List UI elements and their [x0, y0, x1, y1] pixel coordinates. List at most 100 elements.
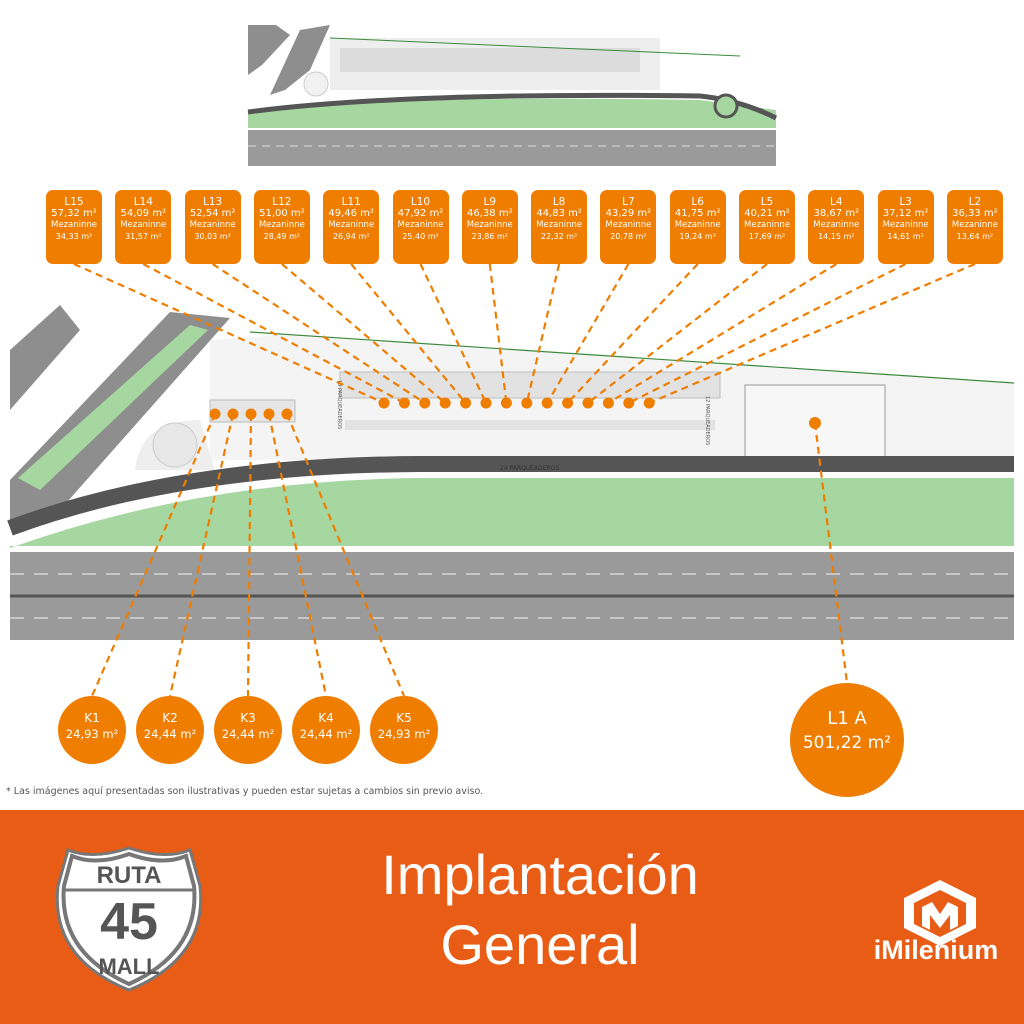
unit-name: L12: [272, 196, 292, 208]
unit-marker-l3[interactable]: [623, 397, 635, 409]
mezzanine-label: Mezaninne: [951, 220, 998, 230]
unit-marker-l4[interactable]: [602, 397, 614, 409]
mezzanine-area: 28,49 m²: [263, 232, 301, 241]
anchor-area: 501,22 m²: [802, 733, 892, 753]
overview-map: [247, 25, 778, 166]
unit-marker-l9[interactable]: [500, 397, 512, 409]
mezzanine-area: 20,78 m²: [610, 232, 647, 241]
kiosk-marker-k1[interactable]: [209, 408, 221, 420]
mezzanine-area: 34,33 m²: [55, 232, 93, 241]
unit-area: 54,09 m²: [120, 208, 167, 219]
mezzanine-area: 31,57 m²: [125, 232, 162, 241]
leader-line-l11: [350, 263, 467, 404]
unit-marker-l12[interactable]: [439, 397, 451, 409]
unit-marker-l7[interactable]: [541, 397, 553, 409]
leader-line-k1: [90, 413, 217, 697]
unit-area: 37,12 m²: [882, 208, 929, 219]
unit-marker-l8[interactable]: [521, 397, 533, 409]
unit-area: 36,33 m²: [952, 208, 998, 219]
unit-name: L6: [691, 196, 704, 208]
unit-marker-l2[interactable]: [643, 397, 655, 409]
unit-marker-l14[interactable]: [398, 397, 410, 409]
mezzanine-label: Mezaninne: [466, 220, 513, 230]
mezzanine-area: 19,24 m²: [679, 232, 716, 241]
kiosk-name: K3: [240, 711, 256, 725]
leader-line-l7: [546, 263, 630, 404]
unit-marker-l13[interactable]: [419, 397, 431, 409]
title-line-1: Implantación: [381, 843, 699, 906]
page-title: Implantación General: [280, 840, 800, 980]
unit-marker-l15[interactable]: [378, 397, 390, 409]
unit-name: L13: [202, 196, 223, 208]
leader-line-l5: [587, 263, 768, 404]
anchor-store-label[interactable]: L1 A 501,22 m²: [790, 683, 904, 797]
leader-lines: [73, 262, 976, 697]
route-shield-icon: [55, 846, 203, 992]
anchor-name: L1 A: [827, 708, 867, 729]
unit-name: L2: [968, 196, 982, 208]
mezzanine-label: Mezaninne: [744, 220, 790, 230]
mezzanine-label: Mezaninne: [189, 220, 236, 230]
kiosk-marker-k3[interactable]: [245, 408, 257, 420]
mezzanine-label: Mezaninne: [813, 220, 860, 230]
kiosk-name: K1: [84, 711, 100, 725]
leader-line-l4: [607, 263, 837, 404]
mezzanine-area: 17,69 m²: [748, 232, 786, 241]
kiosk-marker-k5[interactable]: [281, 408, 293, 420]
unit-name: L10: [410, 196, 431, 208]
mezzanine-area: 23,86 m²: [471, 232, 509, 241]
unit-markers: [209, 397, 821, 429]
kiosk-marker-k4[interactable]: [263, 408, 275, 420]
parking-label-bottom: 24 PARQUEADEROS: [500, 465, 559, 472]
unit-area: 57,32 m²: [51, 208, 97, 219]
kiosk-marker-k2[interactable]: [227, 408, 239, 420]
unit-name: L7: [622, 196, 635, 208]
unit-name: L15: [64, 196, 84, 208]
parking-label-left: 13 PARQUEADEROS: [336, 380, 342, 429]
mezzanine-area: 13,64 m²: [956, 232, 994, 241]
unit-name: L4: [830, 196, 843, 208]
unit-name: L9: [483, 196, 497, 208]
mezzanine-area: 22,32 m²: [540, 232, 578, 241]
mezzanine-label: Mezaninne: [51, 220, 97, 230]
mezzanine-area: 30,03 m²: [194, 232, 231, 241]
leader-line-k5: [285, 413, 406, 697]
leader-line-k2: [168, 413, 235, 697]
leader-line-l10: [419, 263, 487, 404]
unit-area: 43,29 m²: [605, 208, 652, 219]
anchor-marker[interactable]: [809, 417, 821, 429]
unit-marker-l5[interactable]: [582, 397, 594, 409]
unit-area: 40,21 m²: [744, 208, 790, 219]
logo-number: 45: [100, 893, 158, 951]
unit-marker-l11[interactable]: [460, 397, 472, 409]
mezzanine-label: Mezaninne: [258, 220, 305, 230]
kiosk-area: 24,44 m²: [143, 727, 197, 741]
unit-marker-l10[interactable]: [480, 397, 492, 409]
unit-name: L14: [133, 196, 153, 208]
leader-line-l15: [73, 262, 385, 405]
mezzanine-label: Mezaninne: [120, 220, 167, 230]
unit-marker-l6[interactable]: [562, 397, 574, 409]
mezzanine-area: 26,94 m²: [332, 232, 370, 241]
unit-area: 49,46 m²: [328, 208, 374, 219]
